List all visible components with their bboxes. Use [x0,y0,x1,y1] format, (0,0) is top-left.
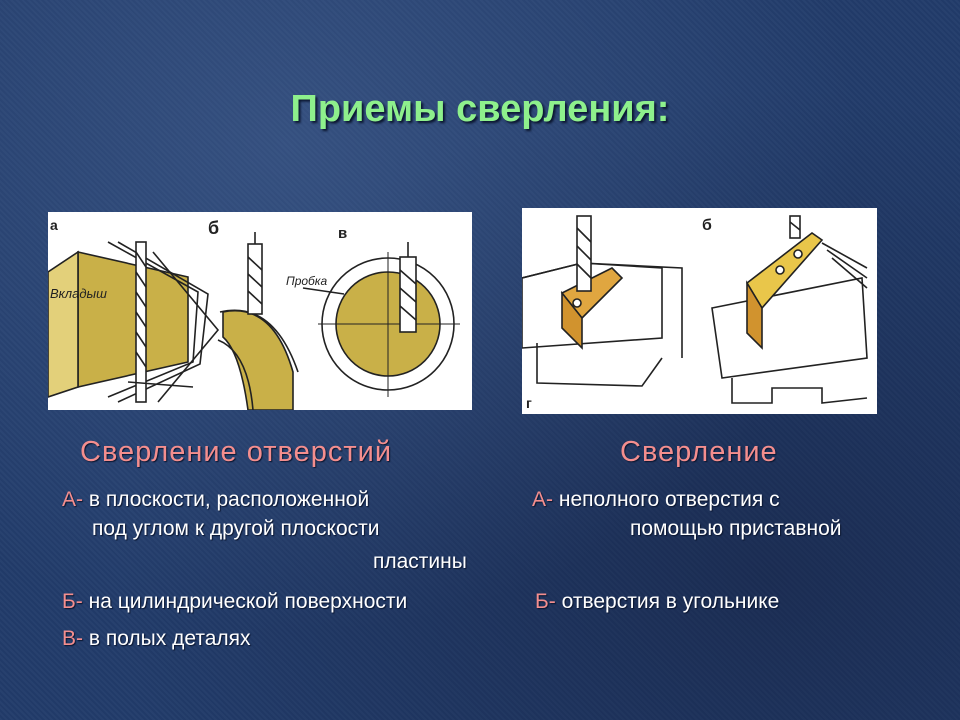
left-item-a-line2: под углом к другой плоскости [92,517,380,540]
left-drilling-illustration: а б в Вкладыш Пробка [48,212,472,410]
label-g: г [526,395,532,411]
right-heading: Сверление [620,436,778,468]
left-item-a-letter: А- [62,488,83,511]
right-drilling-illustration: б г [522,208,877,414]
label-vkladysh: Вкладыш [50,286,107,301]
left-item-a-line1: А- в плоскости, расположенной [62,488,370,511]
label-probka: Пробка [286,274,327,288]
left-item-v: В- в полых деталях [62,627,251,650]
slide-title: Приемы сверления: [290,88,670,130]
right-item-b-letter: Б- [535,590,556,613]
right-item-a-letter: А- [532,488,553,511]
right-item-b: Б- отверстия в угольнике [535,590,780,613]
label-b-right: б [702,217,712,234]
label-v: в [338,225,347,242]
right-item-a-line1: А- неполного отверстия с [532,488,780,511]
left-heading: Сверление отверстий [80,436,393,468]
right-item-a-line3: пластины [373,550,467,573]
right-item-a-line2: помощью приставной [630,517,842,540]
left-item-b-letter: Б- [62,590,83,613]
label-a: а [50,217,58,233]
left-item-b: Б- на цилиндрической поверхности [62,590,408,613]
left-item-v-letter: В- [62,627,83,650]
label-b: б [208,218,219,238]
